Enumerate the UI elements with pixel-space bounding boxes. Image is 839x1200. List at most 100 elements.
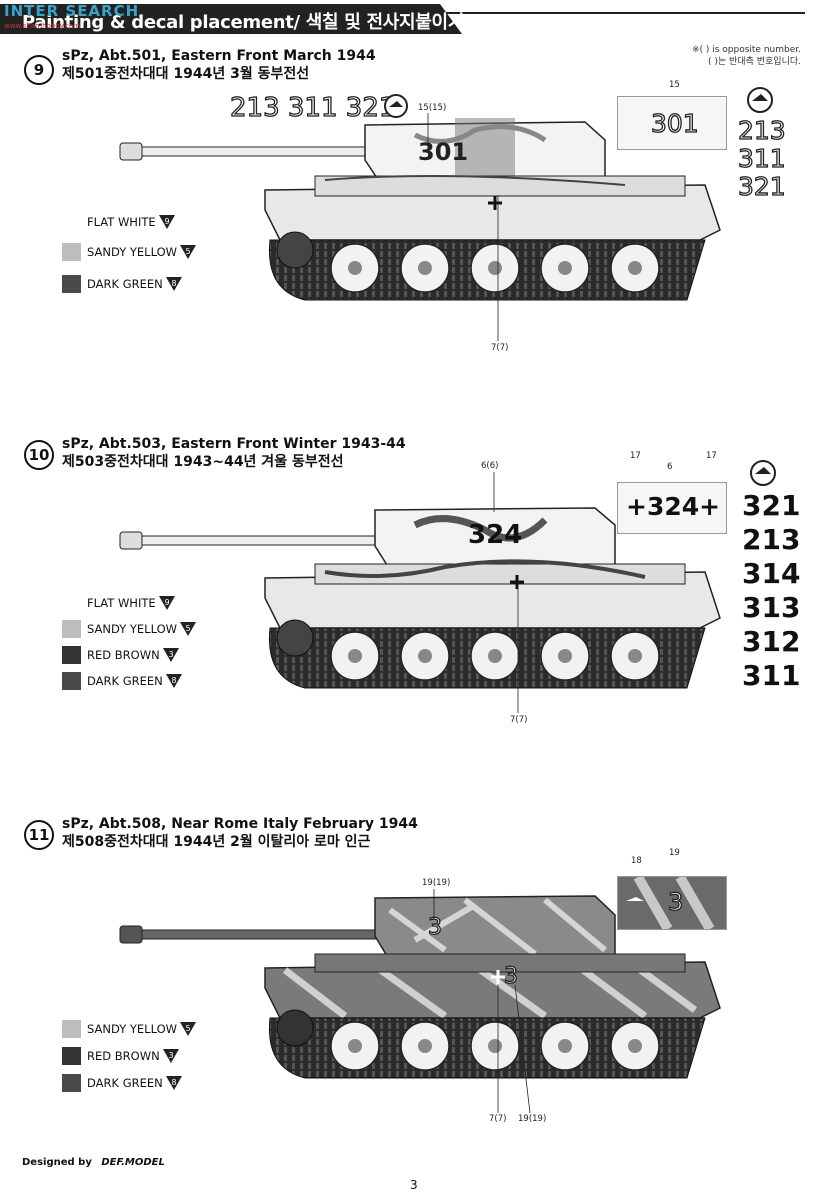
paint-code-badge: 5 — [180, 622, 197, 636]
color-swatch — [62, 243, 81, 261]
legend-label: DARK GREEN — [87, 1075, 163, 1090]
decal-10-emblem — [750, 460, 776, 486]
tank-11-callout-cross: 7(7) — [489, 1114, 507, 1124]
legend-label: SANDY YELLOW — [87, 1021, 178, 1036]
section-9-title-ko: 제501중전차대대 1944년 3월 동부전선 — [62, 66, 310, 82]
opposite-number-note: ※( ) is opposite number. ( )는 반대측 번호입니다. — [692, 44, 801, 68]
designed-by-label: Designed by — [22, 1157, 92, 1168]
header-bar — [0, 4, 805, 34]
tank-11-illustration — [119, 895, 721, 1079]
section-10-title-en: sPz, Abt.503, Eastern Front Winter 1943-… — [62, 436, 406, 452]
section-10-title-ko: 제503중전차대대 1943~44년 겨울 동부전선 — [62, 454, 344, 470]
svg-text:5: 5 — [185, 247, 190, 256]
tank-10-leader-lines — [493, 472, 519, 713]
tank-9-callout-cross: 7(7) — [491, 343, 509, 353]
section-11-title: sPz, Abt.508, Near Rome Italy February 1… — [62, 815, 418, 851]
legend-item: FLAT WHITE 9 — [62, 590, 196, 616]
designer-brand: DEF.MODEL — [101, 1157, 165, 1168]
legend-item: SANDY YELLOW 5 — [62, 1015, 197, 1042]
legend-label: FLAT WHITE — [87, 596, 156, 610]
legend-label: SANDY YELLOW — [87, 622, 178, 636]
tank-10-hull-number: 324 — [468, 520, 523, 550]
decal-10-label-right: 17 — [706, 451, 717, 461]
color-swatch — [62, 672, 81, 690]
section-11-title-en: sPz, Abt.508, Near Rome Italy February 1… — [62, 816, 418, 832]
color-swatch — [62, 1046, 81, 1065]
tank-11-callout-turret: 19(19) — [422, 878, 451, 888]
decal-11-number: 3 — [667, 888, 684, 916]
decal-9-number: 301 — [650, 109, 699, 138]
designer-credit: Designed by DEF.MODEL — [22, 1157, 165, 1168]
color-swatch — [62, 594, 81, 612]
decal-11-label-left: 18 — [631, 856, 642, 866]
side-number: 213 — [742, 523, 801, 556]
tank-9-hull-number: 301 — [418, 138, 469, 166]
side-number: 311 — [742, 659, 801, 692]
decal-9-box: 301 — [617, 96, 727, 150]
svg-text:8: 8 — [171, 676, 176, 685]
color-swatch — [62, 620, 81, 638]
paint-code-badge: 5 — [180, 245, 197, 259]
side-number: 311 — [737, 144, 786, 173]
decal-10-label-mid: 6 — [667, 462, 673, 472]
paint-code-badge: 8 — [165, 674, 182, 688]
paint-code-badge: 5 — [180, 1021, 197, 1036]
tank-9-illustration — [119, 118, 721, 301]
decal-11-box: 3 — [617, 876, 727, 930]
legend-item: FLAT WHITE 9 — [62, 208, 196, 236]
decal-9-side-numbers: 213 311 321 — [737, 117, 786, 202]
decal-11-camo — [626, 877, 715, 929]
legend-item: DARK GREEN 8 — [62, 668, 196, 694]
decal-10-side-numbers: 321 213 314 313 312 311 — [742, 492, 800, 696]
tank-9-turret-numbers: 213 311 321 — [229, 93, 396, 123]
legend-label: DARK GREEN — [87, 277, 163, 291]
side-number: 313 — [742, 591, 801, 624]
watermark: INTER SEARCH — [4, 2, 140, 20]
legend-item: DARK GREEN 8 — [62, 1069, 196, 1096]
note-en: ※( ) is opposite number. — [691, 45, 801, 55]
svg-text:5: 5 — [185, 1024, 190, 1033]
section-number-10: 10 — [24, 440, 54, 470]
tank-9-unit-emblem — [384, 94, 408, 118]
color-swatch — [62, 1073, 81, 1092]
side-number: 314 — [742, 557, 801, 590]
tank-10-illustration — [119, 507, 721, 689]
legend-label: RED BROWN — [87, 1048, 160, 1063]
decal-9-box-label: 15 — [669, 80, 680, 90]
section-number-9: 9 — [24, 55, 54, 85]
paint-code-badge: 9 — [158, 596, 175, 610]
legend-item: SANDY YELLOW 5 — [62, 236, 197, 268]
side-number: 312 — [742, 625, 801, 658]
legend-item: DARK GREEN 8 — [62, 268, 196, 300]
legend-label: RED BROWN — [87, 648, 160, 662]
legend-item: RED BROWN 3 — [62, 1042, 196, 1069]
svg-text:9: 9 — [164, 217, 169, 226]
color-swatch — [62, 275, 81, 293]
legend-label: SANDY YELLOW — [87, 245, 178, 259]
legend-label: DARK GREEN — [87, 674, 163, 688]
tank-11-callout-hull: 19(19) — [518, 1114, 547, 1124]
decal-10-label-left: 17 — [630, 451, 641, 461]
side-number: 321 — [737, 172, 786, 201]
section-9-legend: FLAT WHITE 9 SANDY YELLOW 5 DARK GREEN 8 — [62, 208, 197, 300]
color-swatch — [62, 213, 81, 231]
legend-label: FLAT WHITE — [87, 215, 156, 229]
legend-item: RED BROWN 3 — [62, 642, 196, 668]
note-ko: ( )는 반대측 번호입니다. — [708, 57, 801, 67]
decal-10-box: +324+ — [617, 482, 727, 534]
tank-9-callout-turret: 15(15) — [418, 103, 447, 113]
section-10-title: sPz, Abt.503, Eastern Front Winter 1943-… — [62, 435, 406, 471]
page-number: 3 — [410, 1178, 418, 1192]
tank-11-hull-number: 3 — [503, 964, 518, 989]
svg-text:8: 8 — [171, 279, 176, 288]
tank-11-turret-number: 3 — [427, 915, 442, 940]
svg-text:3: 3 — [168, 1051, 173, 1060]
svg-text:3: 3 — [168, 650, 173, 659]
legend-item: SANDY YELLOW 5 — [62, 616, 197, 642]
paint-code-badge: 8 — [165, 1075, 182, 1090]
tank-10-callout-turret: 6(6) — [481, 461, 499, 471]
decal-10-text: +324+ — [626, 492, 721, 521]
section-10-legend: FLAT WHITE 9 SANDY YELLOW 5 RED BROWN 3 … — [62, 590, 197, 694]
watermark-sub: www.shan-hobby.com — [4, 22, 81, 30]
svg-text:9: 9 — [164, 598, 169, 607]
